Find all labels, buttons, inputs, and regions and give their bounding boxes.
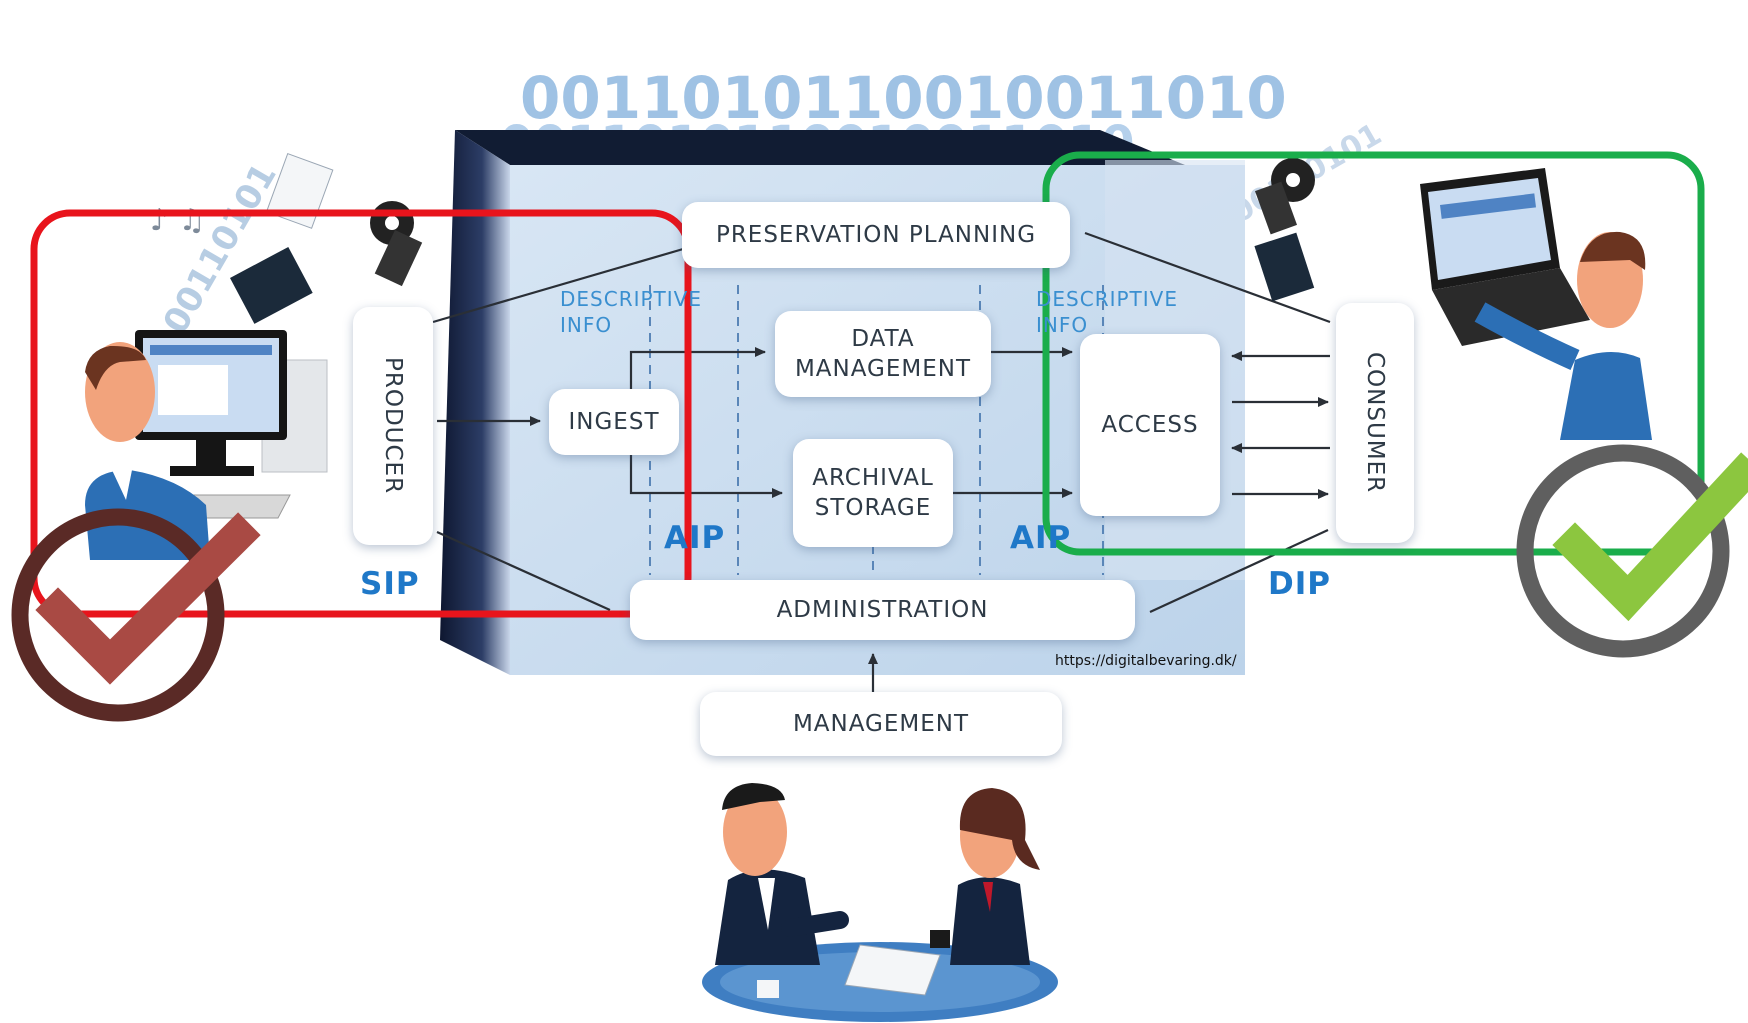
consumer-box: CONSUMER [1336,303,1414,543]
box-top-edge [455,130,1185,165]
producer-label: PRODUCER [380,357,406,495]
producer-checkmark-icon [11,508,261,722]
descriptive-info-left-label: DESCRIPTIVE INFO [560,287,702,337]
dip-label: DIP [1268,566,1331,602]
management-box: MANAGEMENT [700,692,1062,756]
access-box: ACCESS [1080,334,1220,516]
music-note-icon: ♪ ♫ [150,203,206,238]
administration-box: ADMINISTRATION [630,580,1135,640]
preservation-planning-box: PRESERVATION PLANNING [682,202,1070,268]
connector-lines [432,231,1331,700]
producer-highlight-region [30,209,692,618]
film-reel-icon [1254,158,1315,235]
person-with-laptop-icon [1420,168,1652,440]
svg-text:0011010110010011010: 0011010110010011010 [520,64,1287,132]
sip-label: SIP [360,566,420,602]
svg-text:♪ ♫: ♪ ♫ [150,203,206,238]
archival-storage-box: ARCHIVAL STORAGE [793,439,953,547]
consumer-highlight-region [1042,151,1705,556]
data-management-box: DATA MANAGEMENT [775,311,991,397]
consumer-label: CONSUMER [1362,352,1388,494]
aip-left-label: AIP [664,520,726,556]
box-left-edge [440,130,510,675]
producer-box: PRODUCER [353,307,433,545]
ingest-box: INGEST [549,389,679,455]
meeting-people-icon [702,783,1058,1022]
source-url: https://digitalbevaring.dk/ [1055,653,1237,669]
aip-right-label: AIP [1010,520,1072,556]
document-icon [1254,232,1315,302]
consumer-checkmark-icon [1516,444,1748,658]
descriptive-info-right-label: DESCRIPTIVE INFO [1036,287,1178,337]
